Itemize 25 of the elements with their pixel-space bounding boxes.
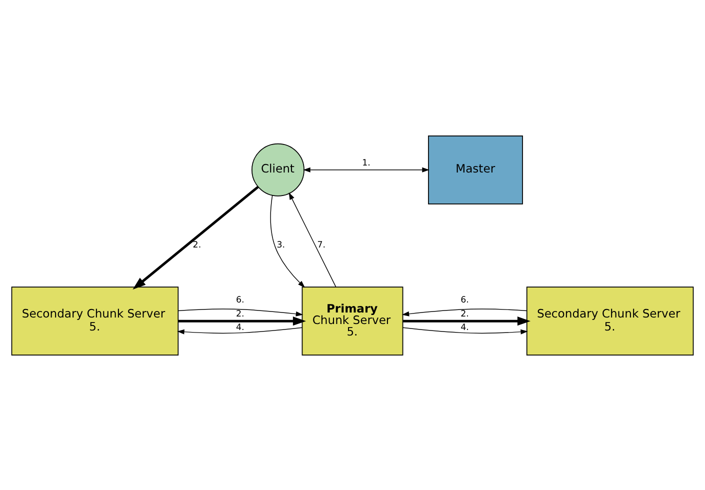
node-box: Master — [428, 134, 523, 204]
node-box: Primary Chunk Server 5. — [302, 286, 404, 356]
edge-label: 6. — [236, 295, 244, 306]
arrow — [288, 192, 336, 287]
edge-label: 4. — [236, 322, 244, 333]
edge-label: 6. — [460, 295, 469, 306]
node-box: Secondary Chunk Server 5. — [11, 286, 179, 356]
edge-label: 3. — [276, 240, 286, 250]
arrow — [270, 194, 306, 288]
edge-label: 2. — [236, 308, 244, 319]
arrow — [303, 166, 430, 172]
edge-label: 7. — [317, 240, 326, 250]
edge-label: 2. — [192, 240, 202, 250]
edge-label: 4. — [460, 322, 469, 333]
arrow — [178, 308, 304, 316]
node-box: Secondary Chunk Server 5. — [526, 286, 694, 356]
edge-label: 2. — [460, 308, 469, 319]
arrow — [132, 185, 259, 289]
arrow — [402, 308, 528, 316]
arrow — [402, 326, 528, 334]
arrow — [177, 326, 302, 334]
edge-label: 1. — [362, 158, 370, 168]
arrow — [178, 316, 306, 326]
node-circle: Client — [252, 142, 304, 196]
arrow — [403, 316, 530, 326]
